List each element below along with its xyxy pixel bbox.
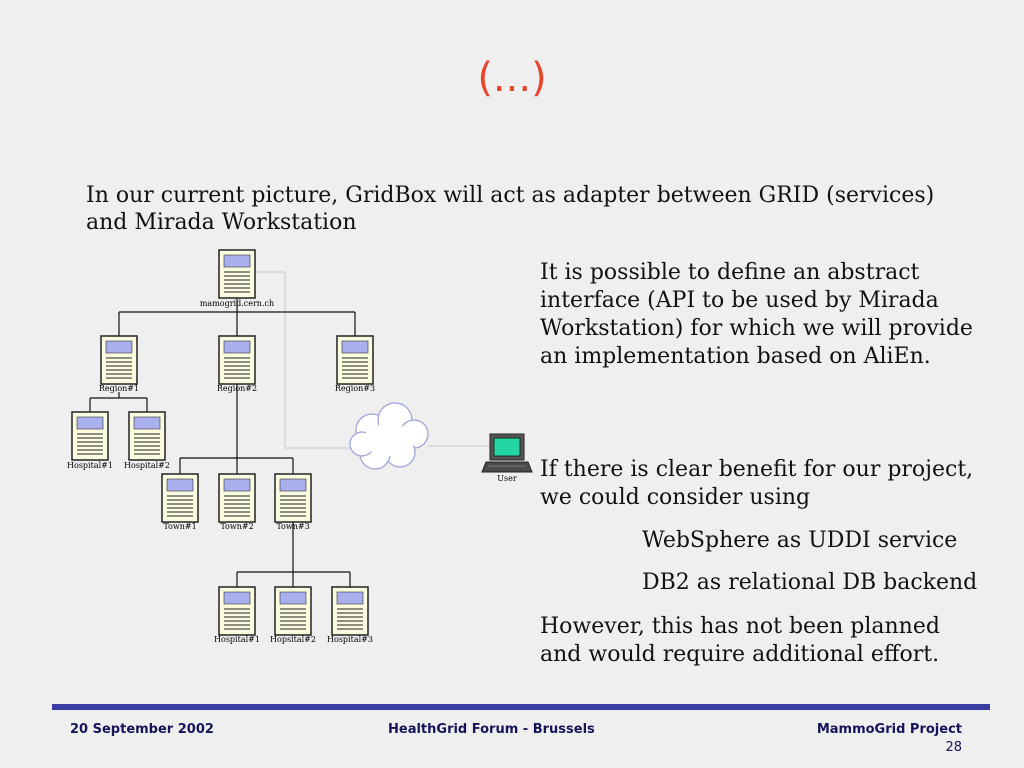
server-icon — [218, 473, 256, 523]
server-icon — [161, 473, 199, 523]
server-icon — [100, 335, 138, 385]
node-label: Hopsital#2 — [270, 635, 316, 644]
node-hospital1-region1: Hospital#1 — [67, 411, 113, 470]
link-root-to-cloud — [255, 271, 350, 449]
node-region1: Region#1 — [99, 335, 139, 393]
item-db2: DB2 as relational DB backend — [642, 570, 978, 595]
node-label: Hospital#1 — [67, 461, 113, 470]
node-town2: Town#2 — [218, 473, 256, 531]
server-icon — [128, 411, 166, 461]
network-cloud-icon — [349, 402, 429, 470]
node-label: Hospital#1 — [214, 635, 260, 644]
slide-title: (...) — [477, 55, 547, 101]
node-label: Region#3 — [335, 384, 375, 393]
node-label: Hospital#2 — [124, 461, 170, 470]
node-label: mamogrid.cern.ch — [200, 299, 274, 308]
node-label: Region#2 — [217, 384, 257, 393]
server-icon — [336, 335, 374, 385]
node-label: User — [497, 474, 517, 483]
node-label: Town#3 — [276, 522, 309, 531]
node-hospital1-town3: Hospital#1 — [214, 586, 260, 644]
computer-icon — [481, 433, 533, 473]
node-root: mamogrid.cern.ch — [200, 249, 274, 308]
node-label: Town#1 — [163, 522, 196, 531]
node-region3: Region#3 — [335, 335, 375, 393]
node-user: User — [481, 433, 533, 483]
hierarchy-connectors — [89, 298, 356, 587]
node-label: Region#1 — [99, 384, 139, 393]
footer-divider — [52, 704, 990, 710]
server-icon — [274, 586, 312, 636]
item-websphere: WebSphere as UDDI service — [642, 528, 958, 553]
node-town3: Town#3 — [274, 473, 312, 531]
paragraph-not-planned: However, this has not been planned and w… — [540, 614, 940, 667]
paragraph-api: It is possible to define an abstract int… — [540, 260, 973, 369]
server-icon — [71, 411, 109, 461]
node-town1: Town#1 — [161, 473, 199, 531]
footer-project: MammoGrid Project — [816, 722, 962, 737]
node-label: Town#2 — [220, 522, 253, 531]
node-hospital3-town3: Hospital#3 — [327, 586, 373, 644]
node-region2: Region#2 — [217, 335, 257, 393]
intro-text: In our current picture, GridBox will act… — [86, 183, 935, 235]
footer-event: HealthGrid Forum - Brussels — [388, 722, 595, 737]
paragraph-benefit: If there is clear benefit for our projec… — [540, 457, 974, 510]
page-number: 28 — [945, 740, 962, 755]
server-icon — [331, 586, 369, 636]
server-icon — [218, 335, 256, 385]
node-hospital2-town3: Hopsital#2 — [270, 586, 316, 644]
server-icon — [218, 249, 256, 299]
node-hospital2-region1: Hospital#2 — [124, 411, 170, 470]
node-label: Hospital#3 — [327, 635, 373, 644]
server-icon — [274, 473, 312, 523]
server-icon — [218, 586, 256, 636]
footer-date: 20 September 2002 — [70, 722, 214, 737]
